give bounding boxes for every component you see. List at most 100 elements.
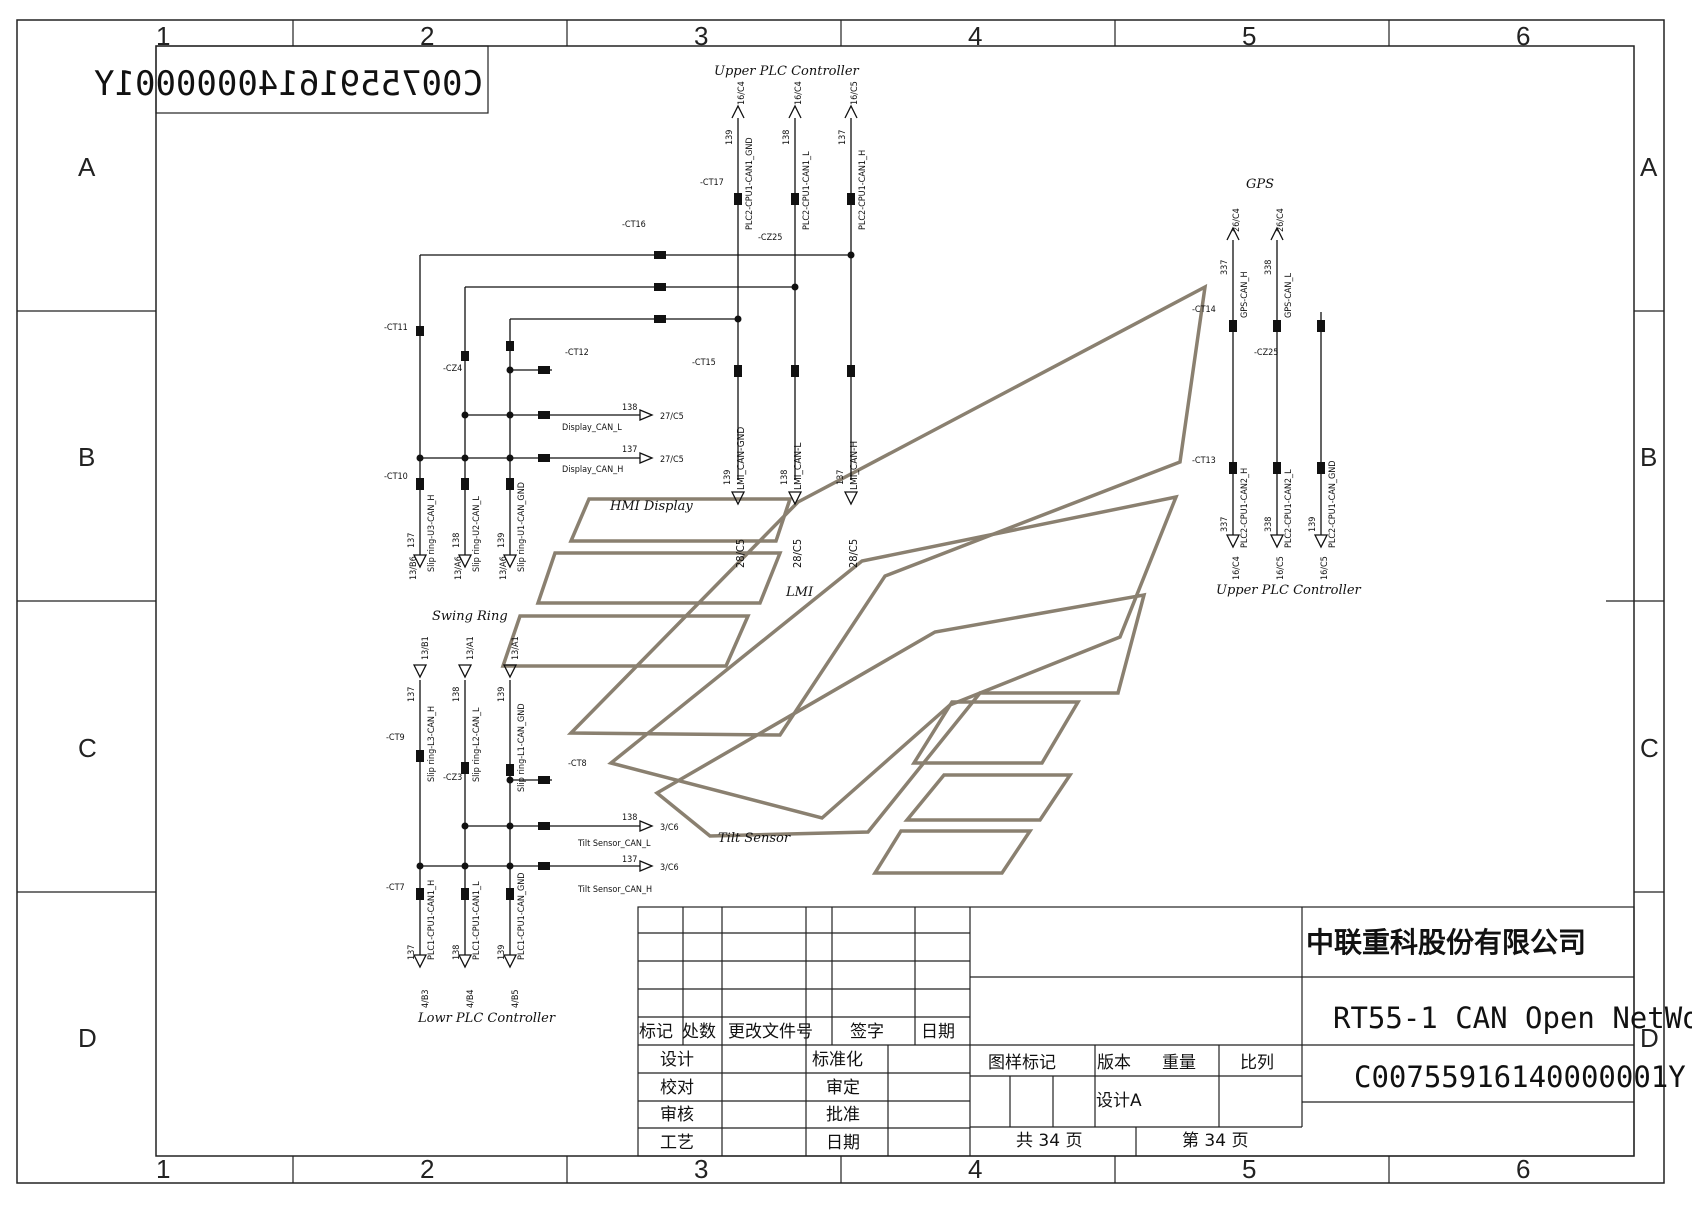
check-label: 校对 <box>660 1078 694 1098</box>
tilt-l-wire: 138 <box>622 813 637 823</box>
ct7-label: -CT7 <box>386 883 405 893</box>
drawing-number: C00755916140000001Y <box>1354 1060 1686 1094</box>
sig-su-0-name: Slip ring-U3-CAN_H <box>427 494 437 572</box>
rev-header-sign: 签字 <box>850 1022 884 1042</box>
zone-labels: 1 2 3 4 5 6 1 2 3 4 5 6 A B C D A B C D <box>78 21 1659 1184</box>
tilt-h-name: Tilt Sensor_CAN_H <box>577 885 652 895</box>
ct16-label: -CT16 <box>622 220 646 230</box>
sig-sl-2-wire: 139 <box>497 687 507 702</box>
sig-ur-2-wire: 139 <box>1308 517 1318 532</box>
ct9-label: -CT9 <box>386 733 405 743</box>
sig-lmi-0-wire: 139 <box>723 470 733 485</box>
sig-su-1-ref: 13/A6 <box>454 556 464 580</box>
swing-ring-label: Swing Ring <box>432 609 508 624</box>
watermark-logo <box>500 283 1208 875</box>
sig-gps-0-ref: 26/C4 <box>1232 208 1242 232</box>
sig-lmi-1-ref: 28/C5 <box>791 539 804 568</box>
hmi-display-label: HMI Display <box>609 499 693 514</box>
ct8-label: -CT8 <box>568 759 587 769</box>
scale-label: 比列 <box>1240 1053 1274 1073</box>
weight-label: 重量 <box>1162 1053 1196 1073</box>
sig-su-2-name: Slip ring-U1-CAN_GND <box>517 482 527 572</box>
col-label-5-top: 5 <box>1242 21 1256 51</box>
swing-lower-signal-labels: 13/B1 13/A1 13/A1 137 138 139 Slip ring-… <box>407 636 527 792</box>
display-h-wire: 137 <box>622 445 637 455</box>
gps-connectors <box>1229 320 1325 474</box>
gps-label: GPS <box>1246 177 1274 192</box>
ct17-label: -CT17 <box>700 178 724 188</box>
connector-bodies-top <box>654 193 855 377</box>
sig-lp-2-ref: 4/B5 <box>511 989 521 1008</box>
cz25a-label: -CZ25 <box>758 233 782 243</box>
cz3-label: -CZ3 <box>443 773 462 783</box>
tilt-l-ref: 3/C6 <box>660 823 679 833</box>
company-name: 中联重科股份有限公司 <box>1306 926 1586 959</box>
swing-lower-wires <box>412 664 654 969</box>
sig-lmi-1-name: LMI_CAN-L <box>793 443 804 490</box>
version-value: 设计A <box>1096 1091 1142 1111</box>
lmi-signal-labels: LMI_CAN-GND LMI_CAN-L LMI_CAN-H 139 138 … <box>723 427 860 568</box>
ct11-label: -CT11 <box>384 323 408 333</box>
sig-gps-1-name: GPS-CAN_L <box>1284 272 1294 318</box>
sig-su-2-wire: 139 <box>497 533 507 548</box>
sig-sl-0-wire: 137 <box>407 687 417 702</box>
sig-ur-0-wire: 337 <box>1220 517 1230 532</box>
swing-upper-wires <box>412 330 654 569</box>
sig-top-1-wire: 138 <box>782 130 792 145</box>
sig-lmi-0-ref: 28/C5 <box>734 539 747 568</box>
gps-wires <box>1225 226 1329 549</box>
display-l-name: Display_CAN_L <box>562 423 622 433</box>
row-label-d-right: D <box>1640 1023 1659 1053</box>
swing-upper-junctions <box>416 326 550 490</box>
sig-sl-1-wire: 138 <box>452 687 462 702</box>
tilt-h-ref: 3/C6 <box>660 863 679 873</box>
ct15-label: -CT15 <box>692 358 716 368</box>
lower-plc-signal-labels: 4/B3 4/B4 4/B5 137 138 139 PLC1-CPU1-CAN… <box>407 872 527 1008</box>
rev-header-count: 处数 <box>682 1022 716 1042</box>
rev-header-mark: 标记 <box>639 1022 673 1042</box>
col-label-2-top: 2 <box>420 21 434 51</box>
sig-ur-1-wire: 338 <box>1264 517 1274 532</box>
ct13-label: -CT13 <box>1192 456 1216 466</box>
sig-lmi-2-ref: 28/C5 <box>847 539 860 568</box>
sig-sl-1-ref: 13/A1 <box>466 636 476 660</box>
design-label: 设计 <box>660 1050 694 1070</box>
lmi-label: LMI <box>785 585 814 600</box>
sig-lp-1-ref: 4/B4 <box>466 989 476 1008</box>
sig-lp-0-wire: 137 <box>407 945 417 960</box>
col-label-4-top: 4 <box>968 21 982 51</box>
drawing-title: RT55-1 CAN Open NetWork <box>1333 1001 1692 1035</box>
display-h-name: Display_CAN_H <box>562 465 623 475</box>
ct14-label: -CT14 <box>1192 305 1216 315</box>
sig-top-1-ref: 16/C4 <box>794 81 804 105</box>
row-label-b-right: B <box>1640 442 1657 472</box>
mirrored-drawing-number: C00755916140000001Y <box>94 64 483 104</box>
col-label-6-top: 6 <box>1516 21 1530 51</box>
sig-su-0-wire: 137 <box>407 533 417 548</box>
sig-sl-2-ref: 13/A1 <box>511 636 521 660</box>
sig-su-0-ref: 13/B6 <box>409 556 419 580</box>
col-label-1-bottom: 1 <box>156 1154 170 1184</box>
sig-lp-2-name: PLC1-CPU1-CAN_GND <box>517 872 527 960</box>
title-block-grid <box>637 906 1635 1157</box>
display-h-ref: 27/C5 <box>660 455 684 465</box>
total-pages: 共 34 页 <box>1016 1131 1082 1151</box>
sig-top-2-ref: 16/C5 <box>850 81 860 105</box>
sig-top-2-name: PLC2-CPU1-CAN1_H <box>858 150 868 230</box>
mirrored-number-box <box>155 45 489 114</box>
display-l-ref: 27/C5 <box>660 412 684 422</box>
sig-ur-0-name: PLC2-CPU1-CAN2_H <box>1240 468 1250 548</box>
sig-ur-1-name: PLC2-CPU1-CAN2_L <box>1284 469 1294 548</box>
date-label: 日期 <box>826 1133 860 1153</box>
ct10-label: -CT10 <box>384 472 408 482</box>
sig-top-2-wire: 137 <box>838 130 848 145</box>
page-number: 第 34 页 <box>1182 1131 1248 1151</box>
row-label-a-right: A <box>1640 152 1658 182</box>
tilt-h-wire: 137 <box>622 855 637 865</box>
col-label-5-bottom: 5 <box>1242 1154 1256 1184</box>
sig-lp-1-name: PLC1-CPU1-CAN1_L <box>472 881 482 960</box>
cz4-label: -CZ4 <box>443 364 462 374</box>
sig-ur-2-ref: 16/C5 <box>1320 556 1330 580</box>
sig-gps-0-wire: 337 <box>1220 260 1230 275</box>
